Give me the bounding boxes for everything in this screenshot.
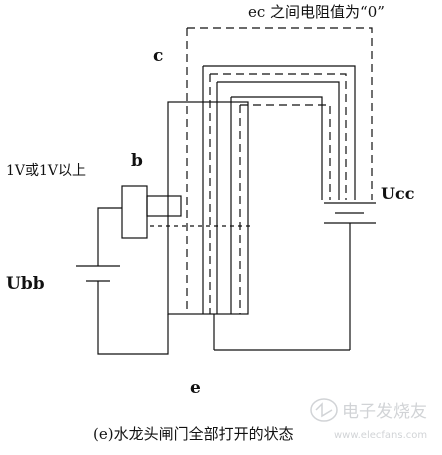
base-voltage-label: 1V或1V以上 [6,163,87,179]
base-label: b [131,151,143,171]
dashed-path-inner [240,104,331,200]
ec-resistance-label: ec 之间电阻值为“0” [248,3,385,21]
base-wire-bottom [97,281,169,355]
transistor-body [167,101,249,315]
svg-text:www.elecfans.com: www.elecfans.com [334,430,427,441]
outer-dashed-path [187,27,373,200]
base-valve-stem [146,195,182,217]
svg-text:电子发烧友: 电子发烧友 [342,402,427,422]
base-valve-handle [121,185,148,239]
solid-path-inner [231,96,323,200]
ucc-label: Ucc [381,184,415,203]
elecfans-watermark-logo: 电子发烧友 www.elecfans.com [310,398,427,441]
emitter-label: e [190,378,201,398]
solid-path-outer [203,65,356,200]
base-wire-top [97,207,122,266]
figure-caption: (e)水龙头闸门全部打开的状态 [93,425,294,443]
ubb-label: Ubb [6,274,45,294]
collector-label: c [153,46,164,66]
dashed-path-mid [210,73,347,200]
solid-path-mid [217,81,340,200]
